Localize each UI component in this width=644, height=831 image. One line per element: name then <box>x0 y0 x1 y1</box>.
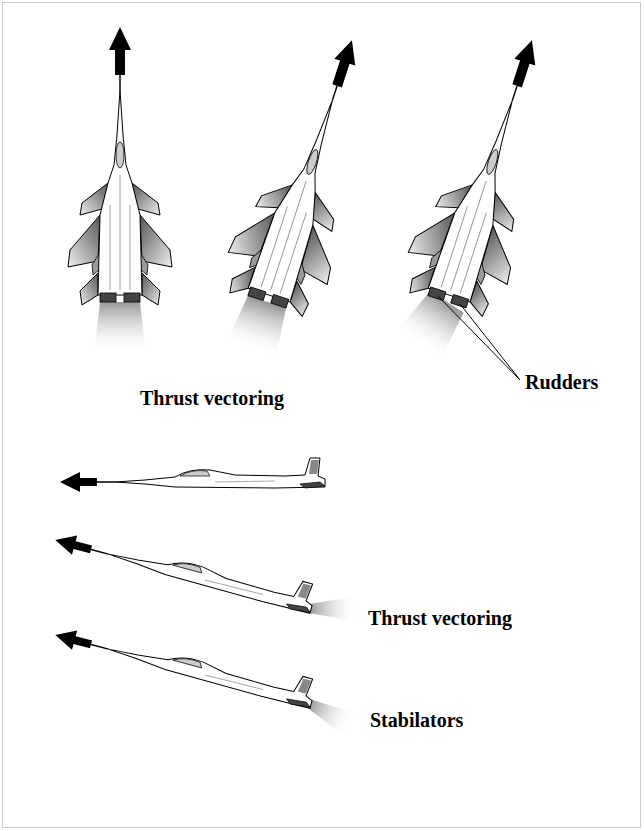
aircraft-side-view <box>49 612 363 739</box>
aircraft-top-view <box>68 27 172 355</box>
caption-label: Thrust vectoring <box>368 606 512 630</box>
aircraft-top-view <box>380 24 582 373</box>
caption-label: Thrust vectoring <box>140 386 284 410</box>
leader-line <box>438 296 520 380</box>
aircraft-side-view <box>60 458 325 492</box>
caption-label: Stabilators <box>370 708 463 732</box>
part-label: Rudders <box>525 370 598 394</box>
aircraft-side-view <box>52 517 364 634</box>
frame <box>3 3 641 828</box>
aircraft-top-view <box>201 24 401 368</box>
